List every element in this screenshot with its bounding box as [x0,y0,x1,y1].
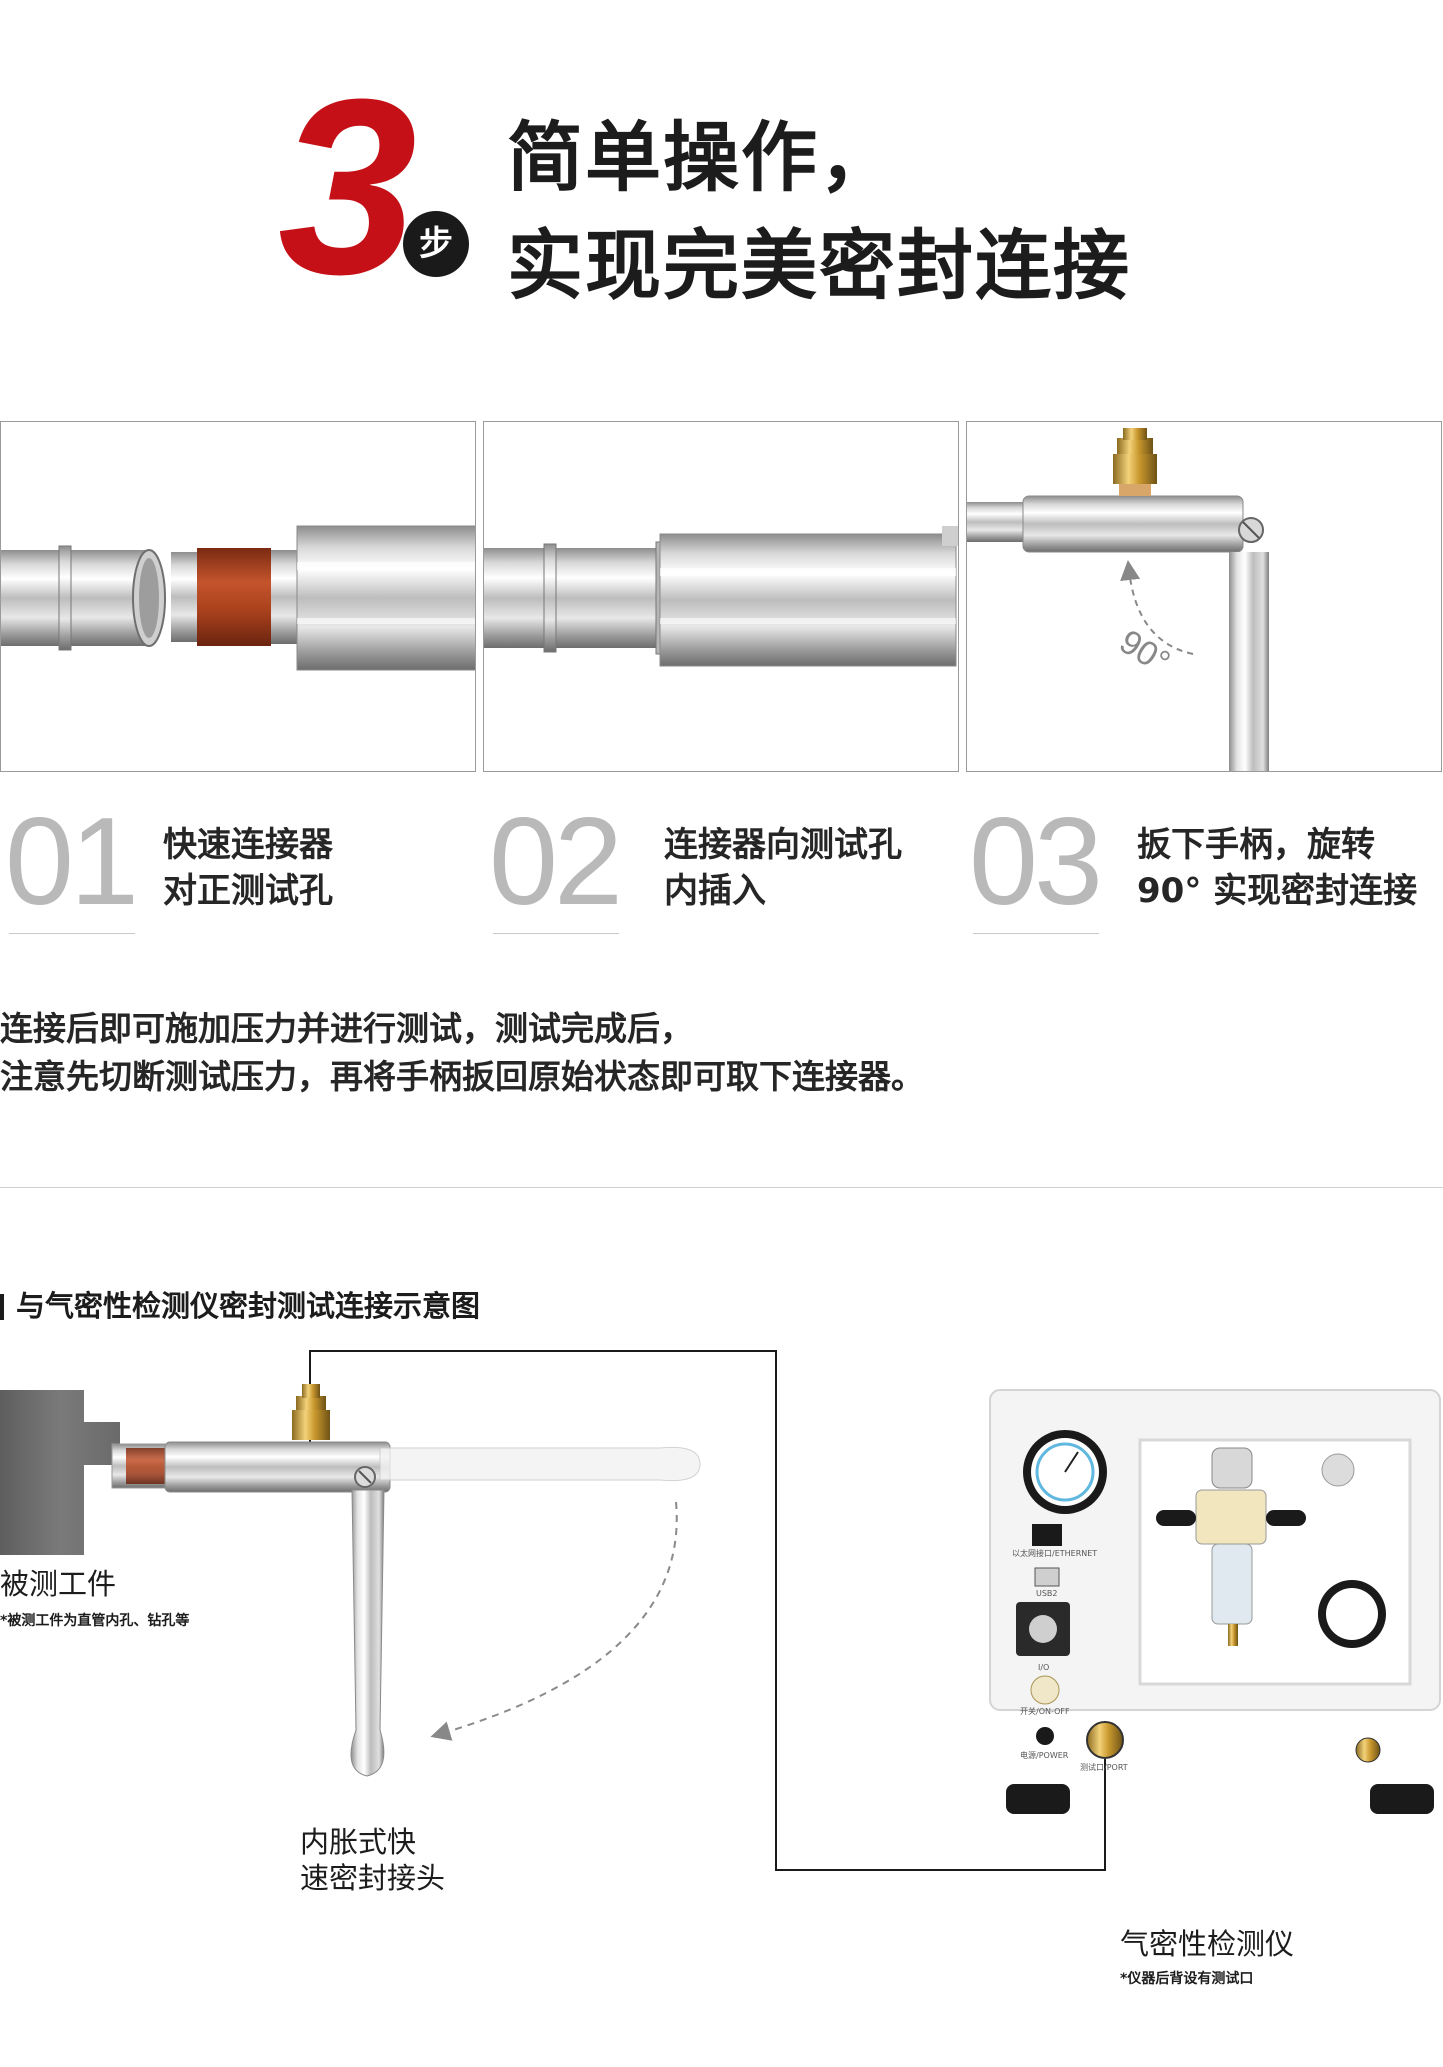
step3-line1: 扳下手柄，旋转 [1137,825,1375,865]
port-label: 测试口/PORT [1080,1762,1128,1772]
brass-fitting [292,1410,330,1440]
step2-underline [493,933,619,934]
connector-body [164,1441,391,1493]
usage-note: 连接后即可施加压力并进行测试，测试完成后， 注意先切断测试压力，再将手柄扳回原始… [0,1005,924,1101]
usage-note-line2: 注意先切断测试压力，再将手柄扳回原始状态即可取下连接器。 [0,1057,924,1096]
section-divider [0,1187,1443,1188]
power-label: 电源/POWER [1020,1750,1069,1760]
rotation-arrow [430,1501,678,1741]
io-label: I/O [1038,1663,1049,1672]
step1-illustration [0,421,476,772]
step2-line1: 连接器向测试孔 [664,825,902,865]
step-number: 3 [278,47,417,326]
workpiece-block [0,1390,120,1555]
section-title-bar [0,1294,4,1320]
step1-line2: 对正测试孔 [163,871,333,911]
step2-text: 连接器向测试孔 内插入 [664,822,902,914]
angle-label: 90° [1113,623,1177,682]
page-title-line1: 简单操作， [507,113,897,202]
connector-label-line2: 速密封接头 [300,1861,446,1895]
step1-number: 01 [5,793,139,931]
section-title-text: 与气密性检测仪密封测试连接示意图 [16,1289,481,1323]
usb-label: USB2 [1036,1589,1058,1598]
usage-note-line1: 连接后即可施加压力并进行测试，测试完成后， [0,1009,693,1048]
connector-handle [350,1489,385,1777]
connection-diagram: 以太网接口/ETHERNET USB2 I/O 开关/ON-OFF 电源/POW… [0,1350,1441,1871]
step2-illustration [483,421,959,772]
step1-line1: 快速连接器 [163,825,333,865]
step3-underline [973,933,1099,934]
onoff-label: 开关/ON-OFF [1020,1706,1070,1716]
workpiece-label: 被测工件 [0,1567,117,1601]
leak-tester-instrument: 以太网接口/ETHERNET USB2 I/O 开关/ON-OFF 电源/POW… [989,1389,1441,1814]
connector-label-line1: 内胀式快 [300,1825,417,1859]
connection-line [309,1350,1106,1871]
step1-underline [9,933,135,934]
step3-text: 扳下手柄，旋转 90° 实现密封连接 [1137,822,1417,914]
instrument-note: *仪器后背设有测试口 [1120,1971,1254,1987]
step3-number: 03 [969,793,1103,931]
step2-number: 02 [489,793,623,931]
step3-illustration: 90° [966,421,1442,772]
page-title-line2: 实现完美密封连接 [507,221,1131,310]
step1-text: 快速连接器 对正测试孔 [163,822,333,914]
instrument-label: 气密性检测仪 [1120,1927,1295,1961]
handle-ghost [379,1446,701,1482]
connector-label: 内胀式快 速密封接头 [300,1824,445,1896]
section-title: 与气密性检测仪密封测试连接示意图 [0,1283,480,1325]
ethernet-label: 以太网接口/ETHERNET [1012,1548,1097,1558]
test-port [1086,1721,1124,1759]
step2-line2: 内插入 [664,871,766,911]
step-badge: 步 [403,211,469,277]
step3-line2: 90° 实现密封连接 [1137,871,1418,911]
workpiece-note: *被测工件为直管内孔、钻孔等 [0,1613,190,1629]
